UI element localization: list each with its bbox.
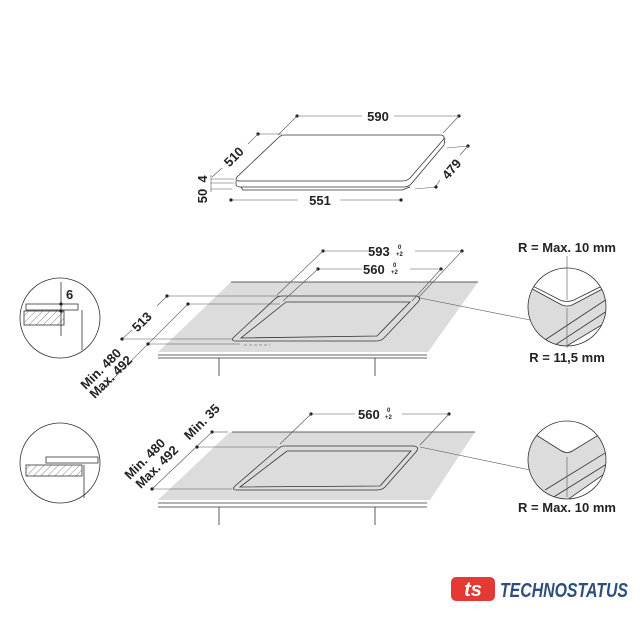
logo-text: TECHNOSTATUS: [500, 580, 629, 602]
logo-mark: ts: [464, 579, 482, 601]
dim-513: 513: [129, 309, 155, 335]
radius-max-label: R = Max. 10 mm: [518, 240, 616, 255]
dim-depth-479: 479: [439, 156, 464, 182]
tol-top: 0: [398, 245, 402, 251]
dim-glass-4: 4: [195, 175, 210, 183]
dim-width-590: 590: [367, 109, 389, 124]
cutout-flush-view: 593 0 +2 560 0 +2 513 Min. 480 Max. 492 …: [19, 240, 616, 401]
radius-max-label-bottom: R = Max. 10 mm: [518, 500, 616, 515]
tol-bottom: +2: [391, 270, 399, 276]
cutout-overlay-view: 560 0 +2 Min. 35 Min. 480 Max. 492 R = M…: [19, 401, 616, 525]
tol-bottom: +2: [396, 252, 404, 258]
technostatus-logo: ts TECHNOSTATUS: [451, 577, 629, 602]
min-35-label: Min. 35: [181, 401, 223, 443]
dim-560-bottom: 560: [358, 407, 380, 422]
dim-height-50: 50: [195, 189, 210, 203]
detail-value-6: 6: [66, 287, 73, 302]
hob-top-view: 590 510 479 551 4 50: [195, 109, 470, 208]
tol-bottom: +2: [385, 415, 393, 421]
dim-593: 593: [368, 244, 390, 259]
dim-front-551: 551: [309, 193, 331, 208]
dim-560: 560: [363, 262, 385, 277]
tol-top: 0: [387, 408, 391, 414]
radius-11-5-label: R = 11,5 mm: [529, 350, 605, 365]
dim-depth-510: 510: [221, 144, 247, 170]
tol-top: 0: [393, 263, 397, 269]
